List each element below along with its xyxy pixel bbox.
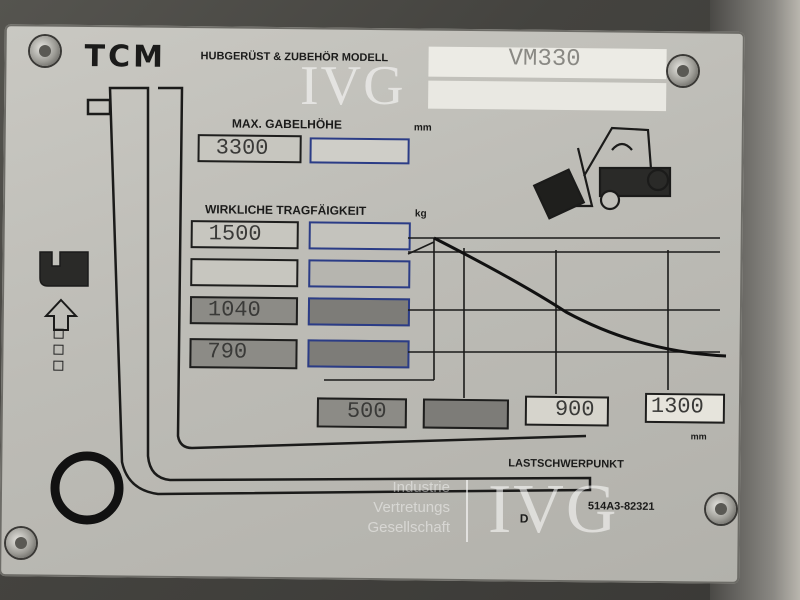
screw-icon [6, 528, 36, 558]
capacity-grid [324, 237, 720, 398]
watermark-divider [466, 480, 468, 542]
watermark-logo: IVG [488, 471, 619, 548]
watermark-logo-top: IVG [300, 55, 406, 117]
capacity-curve [433, 236, 727, 358]
screw-icon [668, 56, 698, 86]
up-arrow-icon [43, 298, 79, 331]
screw-icon [30, 36, 60, 66]
screw-icon [706, 494, 736, 524]
watermark-line: Industrie [392, 479, 450, 496]
load-icon [39, 251, 89, 287]
watermark-company: Industrie Vertretungs Gesellschaft [330, 478, 450, 538]
fork-icon [86, 86, 592, 496]
forklift-icon [532, 126, 672, 220]
watermark-line: Gesellschaft [367, 519, 450, 536]
watermark-line: Vertretungs [373, 499, 450, 516]
wheel-icon [50, 451, 124, 525]
